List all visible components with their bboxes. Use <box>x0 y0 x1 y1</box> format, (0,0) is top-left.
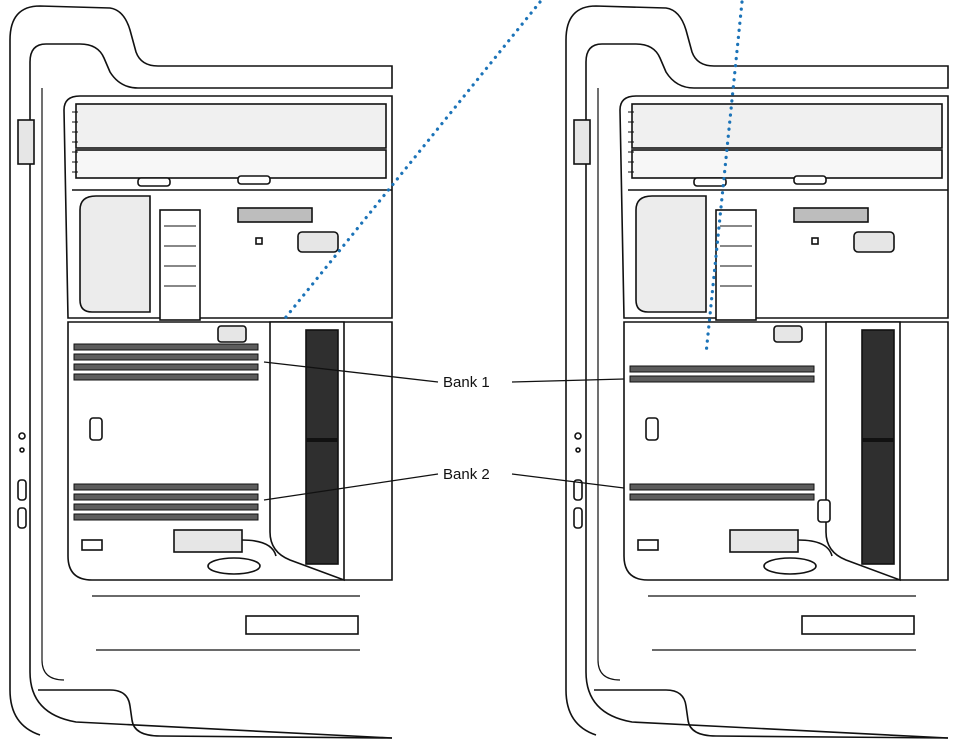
left-tower-sensor-clip <box>297 231 339 253</box>
right-tower-vent <box>861 329 895 565</box>
left-tower-drive-handle-2 <box>237 175 271 185</box>
right-tower-latch-small <box>817 499 831 523</box>
right-tower-bottom-foot <box>594 689 949 739</box>
left-tower-drive-ticks <box>72 111 78 173</box>
right-tower-handle-ring <box>763 557 817 575</box>
left-tower-drive-bay-upper <box>75 103 387 149</box>
right-tower-clip <box>645 417 659 441</box>
right-tower-connector <box>773 325 803 343</box>
left-tower-pci-bar <box>237 207 313 223</box>
right-tower-small-chip <box>811 237 819 245</box>
callout-leaders <box>263 361 625 501</box>
right-tower-bank2-slots <box>629 483 815 501</box>
right-tower-sensor-clip <box>853 231 895 253</box>
right-tower-cable <box>797 539 833 557</box>
right-tower-bottom-slot <box>801 615 915 635</box>
left-tower-bottom-slot <box>245 615 359 635</box>
left-tower-cable <box>241 539 277 557</box>
right-tower-power-block <box>729 529 799 553</box>
left-tower-bank1-slots <box>73 343 259 381</box>
right-tower-drive-bay-upper <box>631 103 943 149</box>
right-tower-pci-bar <box>793 207 869 223</box>
left-tower-front-panel <box>41 88 65 681</box>
left-tower-small-latch <box>81 539 103 551</box>
left-tower-vent <box>305 329 339 565</box>
right-tower-drive-carrier <box>635 195 707 313</box>
left-tower <box>9 5 393 739</box>
right-tower <box>565 5 949 739</box>
left-tower-drive-handle <box>137 177 171 187</box>
right-tower-bank1-slots <box>629 365 815 383</box>
right-tower-drive-handle <box>693 177 727 187</box>
left-tower-bracket-slats <box>164 225 196 287</box>
right-tower-front-edge <box>565 40 597 736</box>
left-tower-small-chip <box>255 237 263 245</box>
right-tower-interior-frame <box>619 95 949 319</box>
right-tower-top-logo-plate <box>573 119 591 165</box>
left-tower-connector <box>217 325 247 343</box>
right-tower-small-latch <box>637 539 659 551</box>
left-tower-clip <box>89 417 103 441</box>
right-tower-front-panel <box>597 88 621 681</box>
right-tower-drive-bracket <box>715 209 757 321</box>
bank1-label: Bank 1 <box>443 374 490 391</box>
left-tower-top-logo-plate <box>17 119 35 165</box>
left-tower-bank2-slots <box>73 483 259 521</box>
left-tower-bottom-foot <box>38 689 393 739</box>
bank2-label: Bank 2 <box>443 466 490 483</box>
right-tower-drive-ticks <box>628 111 634 173</box>
right-dotted-indicator <box>704 0 744 356</box>
left-tower-power-block <box>173 529 243 553</box>
left-dotted-indicator <box>280 0 542 324</box>
left-tower-interior-frame <box>63 95 393 319</box>
right-tower-bracket-slats <box>720 225 752 287</box>
left-tower-drive-bracket <box>159 209 201 321</box>
left-tower-drive-carrier <box>79 195 151 313</box>
right-tower-drive-bay-lower <box>631 149 943 179</box>
left-tower-drive-bay-lower <box>75 149 387 179</box>
left-tower-handle-ring <box>207 557 261 575</box>
right-tower-drive-handle-2 <box>793 175 827 185</box>
left-tower-front-edge <box>9 40 41 736</box>
